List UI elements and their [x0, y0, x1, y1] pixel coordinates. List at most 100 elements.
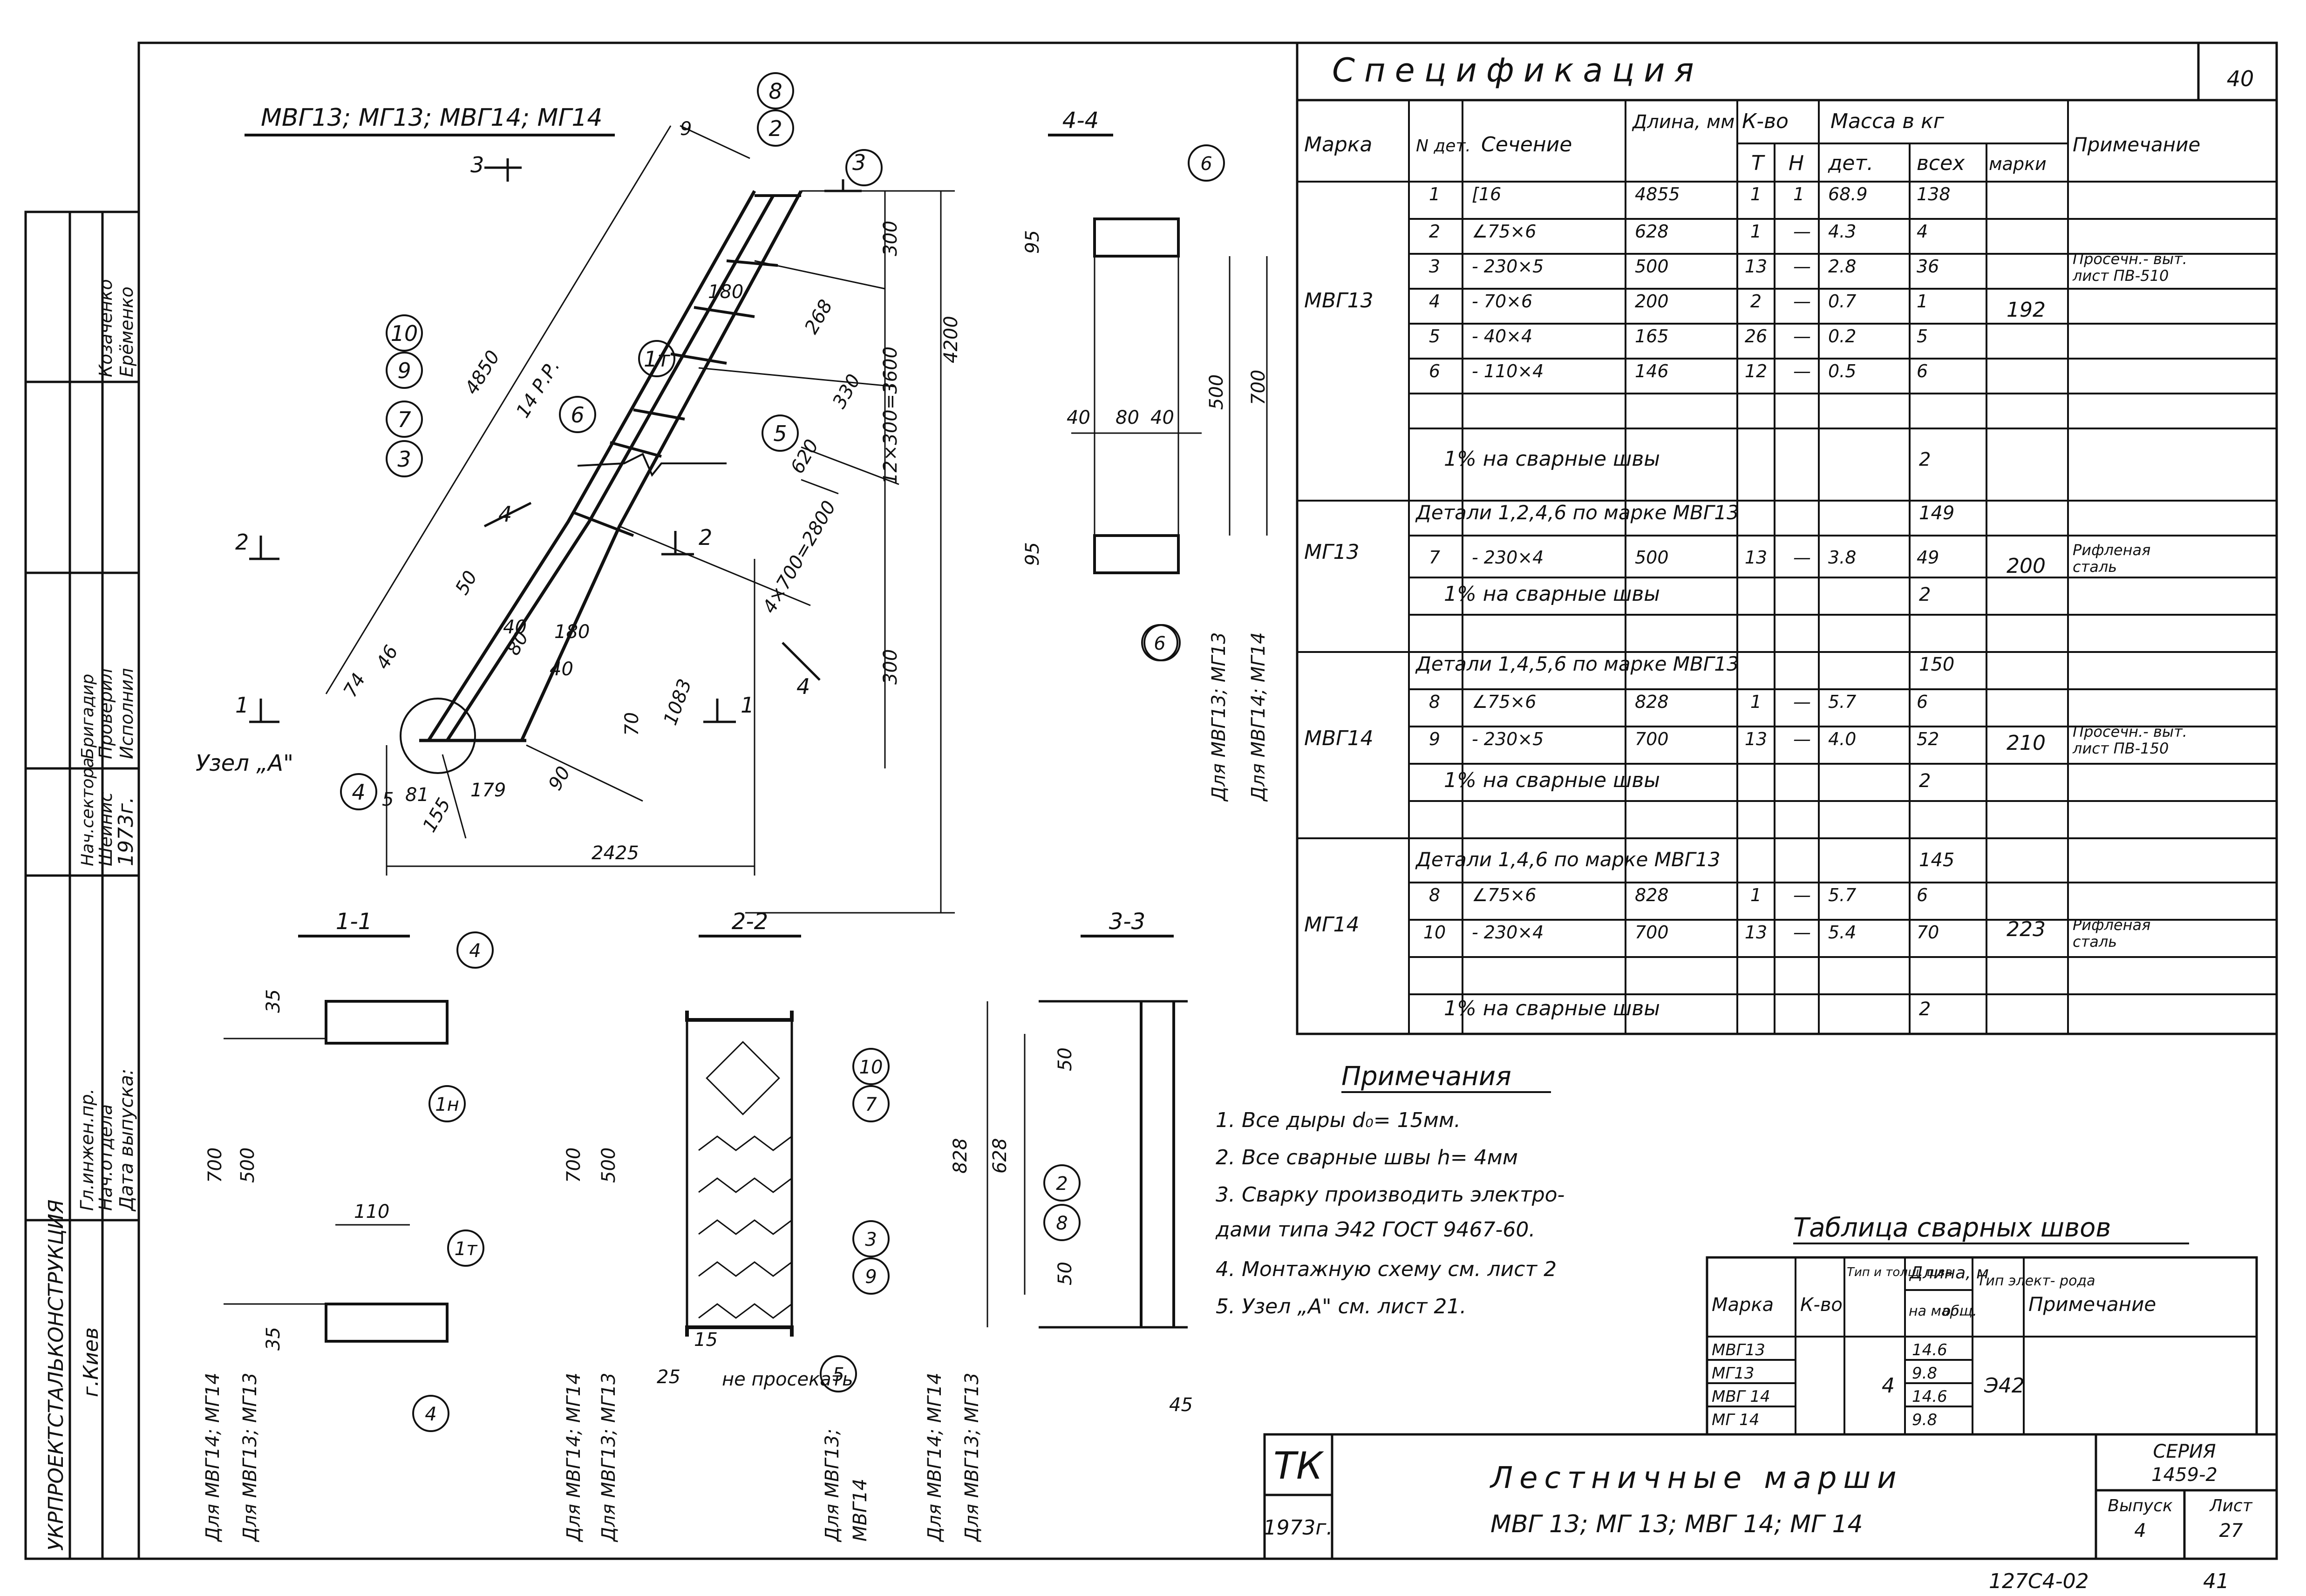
spec-h-marka: Марка — [1304, 133, 1372, 156]
spec-weld-mass: 2 — [1919, 770, 1931, 792]
spec-cell-n: — — [1793, 326, 1811, 346]
note-5: 5. Узел „А" см. лист 21. — [1216, 1295, 1466, 1318]
s44-label-a: Для МВГ13; МГ13 — [1208, 632, 1230, 802]
cut-mark-4b: 4 — [796, 674, 810, 699]
role-release-date: Дата выпуска: — [116, 1069, 137, 1212]
spec-mark: МГ13 — [1304, 540, 1359, 564]
spec-cell-t: 26 — [1745, 326, 1767, 346]
callout-7: 7 — [397, 407, 411, 432]
weld-size: 4 — [1882, 1374, 1895, 1398]
spec-cell-mass-all: 1 — [1917, 291, 1928, 312]
spec-cell-t: 1 — [1750, 221, 1762, 242]
issue-value: 4 — [2134, 1520, 2146, 1542]
spec-table-frame — [1296, 41, 2278, 1035]
spec-cell-length: 628 — [1635, 221, 1669, 242]
s11-dim-35a: 35 — [263, 989, 284, 1013]
s22-dim-500: 500 — [598, 1148, 619, 1183]
section-3-3-label: 3-3 — [1109, 909, 1145, 935]
weld-mark-3: МВГ 14 — [1712, 1387, 1770, 1406]
s11-callout-4a: 4 — [469, 940, 481, 962]
spec-mark-total: 223 — [2007, 917, 2046, 941]
s44-dim-95a: 95 — [1022, 230, 1043, 254]
cut-mark-1b: 1 — [741, 693, 754, 718]
s22-label-b: Для МВГ13; МГ13 — [598, 1372, 619, 1542]
spec-cell-note: сталь — [2073, 933, 2117, 951]
cut-mark-2b: 2 — [699, 525, 712, 550]
s11-callout-1t: 1т — [455, 1238, 478, 1260]
spec-cell-mass-all: 36 — [1917, 256, 1939, 277]
spec-cell-note: Просечн.- выт. — [2073, 250, 2187, 268]
dim-180b: 180 — [554, 621, 590, 643]
spec-cell-section: - 230×4 — [1472, 547, 1544, 568]
spec-cell-length: 4855 — [1635, 184, 1680, 204]
name-kozachenko: Козаченко — [95, 279, 116, 377]
spec-weld-row: 1% на сварные швы — [1444, 997, 1660, 1020]
spec-h-mall: всех — [1917, 151, 1965, 175]
dim-179: 179 — [470, 780, 506, 801]
s44-dim-95b: 95 — [1022, 542, 1043, 566]
sheet-value: 27 — [2219, 1520, 2243, 1542]
dim-4200: 4200 — [940, 316, 962, 363]
spec-cell-length: 828 — [1635, 885, 1669, 905]
s11-label-b: Для МВГ13; МГ13 — [239, 1372, 261, 1542]
weld-len-1: 14.6 — [1912, 1341, 1947, 1359]
weld-h-qty: К-во — [1800, 1294, 1843, 1316]
spec-cell-n: 10 — [1423, 922, 1446, 943]
dim-2800: 4×700=2800 — [759, 497, 840, 617]
s33-dim-50a: 50 — [1054, 1047, 1076, 1071]
dim-9: 9 — [680, 118, 692, 140]
weld-table-title: Таблица сварных швов — [1793, 1213, 2111, 1243]
weld-electrode: Э42 — [1984, 1374, 2025, 1398]
section-4-4-label: 4-4 — [1062, 108, 1099, 134]
s11-dim-35b: 35 — [263, 1327, 284, 1351]
spec-ref-details: Детали 1,4,5,6 по марке МВГ13 — [1415, 652, 1739, 675]
callout-3: 3 — [397, 447, 411, 472]
dim-50: 50 — [451, 567, 482, 598]
dim-14pp: 14 Р.Р. — [512, 356, 564, 421]
s33-label-b: Для МВГ13; МГ13 — [961, 1372, 983, 1542]
spec-weld-mass: 2 — [1919, 449, 1931, 470]
dim-300a: 300 — [880, 221, 901, 256]
spec-cell-n: 6 — [1429, 361, 1440, 381]
s22-label-a: Для МВГ14; МГ14 — [563, 1372, 585, 1542]
spec-mark-total: 192 — [2007, 298, 2046, 322]
spec-cell-note: Просечн.- выт. — [2073, 723, 2187, 740]
s33-callout-2: 2 — [1056, 1173, 1068, 1195]
dim-2425: 2425 — [592, 842, 639, 864]
spec-cell-t: 2 — [1750, 291, 1762, 312]
spec-cell-t: 1 — [1750, 885, 1762, 905]
drawing-title: МВГ13; МГ13; МВГ14; МГ14 — [261, 104, 603, 132]
spec-cell-mass-det: 0.5 — [1828, 361, 1856, 381]
spec-h-mmark: марки — [1989, 154, 2047, 174]
weld-h-note: Примечание — [2028, 1293, 2156, 1316]
weld-h-len: Длина, м — [1909, 1263, 1989, 1283]
role-checked: Проверил — [95, 668, 116, 759]
spec-cell-length: 700 — [1635, 729, 1669, 749]
callout-9: 9 — [397, 358, 411, 383]
callout-5: 5 — [773, 421, 787, 446]
s44-dim-500: 500 — [1206, 374, 1227, 410]
spec-cell-section: [16 — [1472, 184, 1501, 204]
name-sheinis: Шеинис — [95, 792, 116, 866]
weld-mark-4: МГ 14 — [1712, 1411, 1759, 1429]
spec-cell-n: — — [1793, 547, 1811, 568]
spec-cell-n: 9 — [1429, 729, 1440, 749]
cut-mark-1a: 1 — [235, 693, 249, 718]
section-1-1-label: 1-1 — [336, 909, 372, 935]
title-main: Лестничные марши — [1490, 1461, 1903, 1495]
s44-dim-40: 40 — [1067, 407, 1090, 428]
spec-mark-total: 210 — [2007, 731, 2046, 755]
s11-callout-1n: 1н — [435, 1094, 459, 1115]
weld-h-type: Тип и толщ. шва — [1847, 1265, 1952, 1279]
series-label: СЕРИЯ — [2153, 1441, 2216, 1462]
dim-74: 74 — [340, 670, 370, 701]
spec-ref-mass: 149 — [1919, 503, 1954, 524]
spec-cell-mass-all: 138 — [1917, 184, 1951, 204]
spec-cell-mass-det: 4.0 — [1828, 729, 1856, 749]
spec-cell-n: — — [1793, 256, 1811, 277]
spec-mark: МГ14 — [1304, 913, 1359, 937]
note-4: 4. Монтажную схему см. лист 2 — [1216, 1257, 1557, 1281]
dim-70: 70 — [621, 712, 643, 736]
spec-cell-n: 4 — [1429, 291, 1440, 312]
series-value: 1459-2 — [2151, 1464, 2218, 1486]
